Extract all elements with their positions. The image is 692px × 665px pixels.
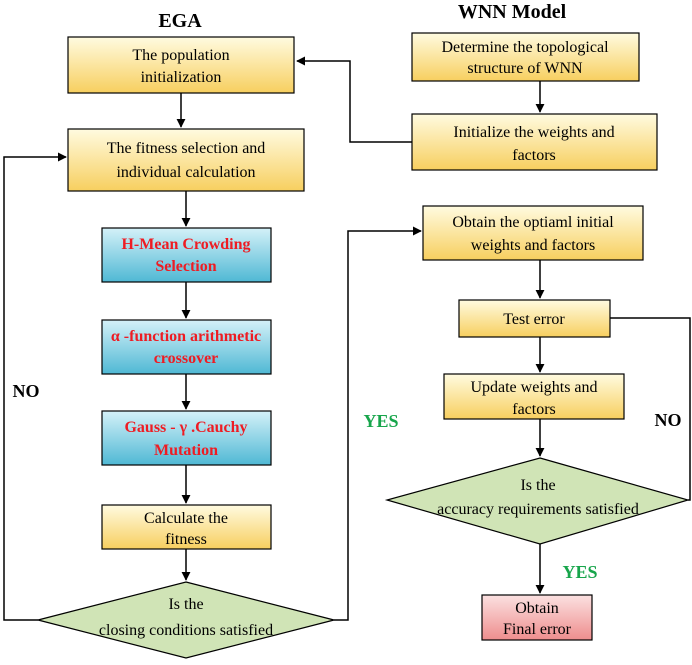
ega-header: EGA: [158, 10, 202, 32]
fitness-select-line2: individual calculation: [116, 164, 255, 181]
optimal-line2: weights and factors: [471, 237, 595, 254]
closing-line1: Is the: [168, 596, 203, 613]
fitness-select-box: The fitness selection and individual cal…: [67, 128, 305, 192]
gauss-line2: Mutation: [154, 442, 218, 459]
init-weights-line1: Initialize the weights and: [453, 124, 614, 141]
topology-line1: Determine the topological: [441, 39, 609, 56]
topology-box: Determine the topological structure of W…: [411, 32, 640, 82]
alpha-line2: crossover: [154, 350, 219, 367]
yes-label-mid: YES: [363, 411, 398, 431]
no-label-right: NO: [655, 410, 682, 430]
init-weights-line2: factors: [512, 147, 556, 164]
update-box: Update weights and factors: [443, 373, 625, 420]
ega-arrows: [3, 93, 422, 621]
final-error-box: Obtain Final error: [481, 594, 593, 641]
hmean-box: H-Mean Crowding Selection: [101, 227, 272, 283]
update-line2: factors: [512, 401, 556, 418]
hmean-line1: H-Mean Crowding: [121, 236, 250, 253]
final-line1: Obtain: [515, 600, 559, 617]
fitness-select-line1: The fitness selection and: [107, 140, 266, 157]
pop-init-line1: The population: [132, 47, 229, 64]
gauss-line1: Gauss - γ .Cauchy: [124, 419, 247, 436]
pop-init-box: The population initialization: [67, 36, 295, 94]
alpha-line1: α -function arithmetic: [111, 328, 261, 345]
optimal-line1: Obtain the optiaml initial: [452, 214, 614, 231]
update-line1: Update weights and: [470, 379, 597, 396]
wnn-header: WNN Model: [458, 1, 567, 23]
closing-decision: Is the closing conditions satisfied: [37, 581, 335, 659]
accuracy-decision: Is the accuracy requirements satisfied: [384, 457, 691, 545]
pop-init-line2: initialization: [141, 69, 222, 86]
alpha-box: α -function arithmetic crossover: [101, 319, 272, 375]
topology-line2: structure of WNN: [467, 60, 583, 77]
gauss-box: Gauss - γ .Cauchy Mutation: [101, 410, 272, 466]
final-line2: Final error: [503, 621, 572, 638]
yes-label-bottom: YES: [562, 562, 597, 582]
no-label-left: NO: [13, 381, 40, 401]
accuracy-line1: Is the: [520, 477, 555, 494]
init-weights-box: Initialize the weights and factors: [411, 113, 658, 171]
optimal-box: Obtain the optiaml initial weights and f…: [422, 205, 644, 261]
calc-fitness-line2: fitness: [165, 531, 207, 548]
accuracy-line2: accuracy requirements satisfied: [437, 501, 639, 518]
test-error-label: Test error: [503, 311, 565, 328]
calc-fitness-box: Calculate the fitness: [101, 504, 272, 550]
calc-fitness-line1: Calculate the: [144, 510, 228, 527]
wnn-arrows: [296, 56, 691, 594]
closing-line2: closing conditions satisfied: [99, 622, 273, 639]
hmean-line2: Selection: [155, 258, 216, 275]
test-error-box: Test error: [458, 299, 611, 338]
